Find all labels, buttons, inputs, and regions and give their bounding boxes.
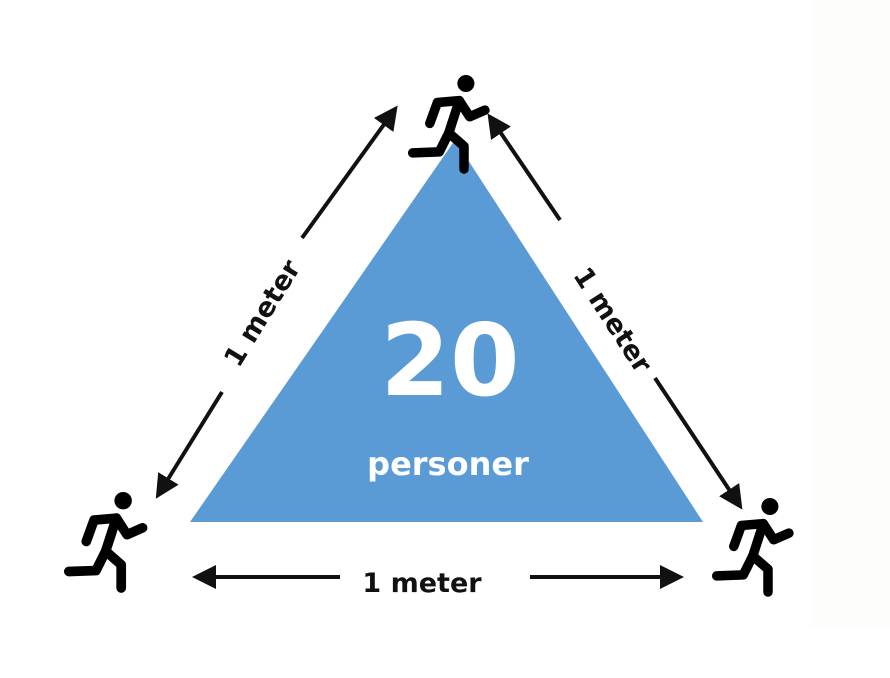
edge-label-left: 1 meter — [218, 254, 307, 372]
person-count: 20 — [380, 302, 519, 419]
arrow-icon — [155, 105, 398, 499]
runner-icon — [69, 492, 143, 588]
arrow-icon — [487, 113, 743, 510]
runner-icon — [717, 498, 789, 592]
person-label: personer — [367, 445, 529, 483]
background-panel — [811, 0, 890, 627]
triangle — [190, 140, 703, 522]
edge-label-bottom: 1 meter — [362, 568, 482, 599]
